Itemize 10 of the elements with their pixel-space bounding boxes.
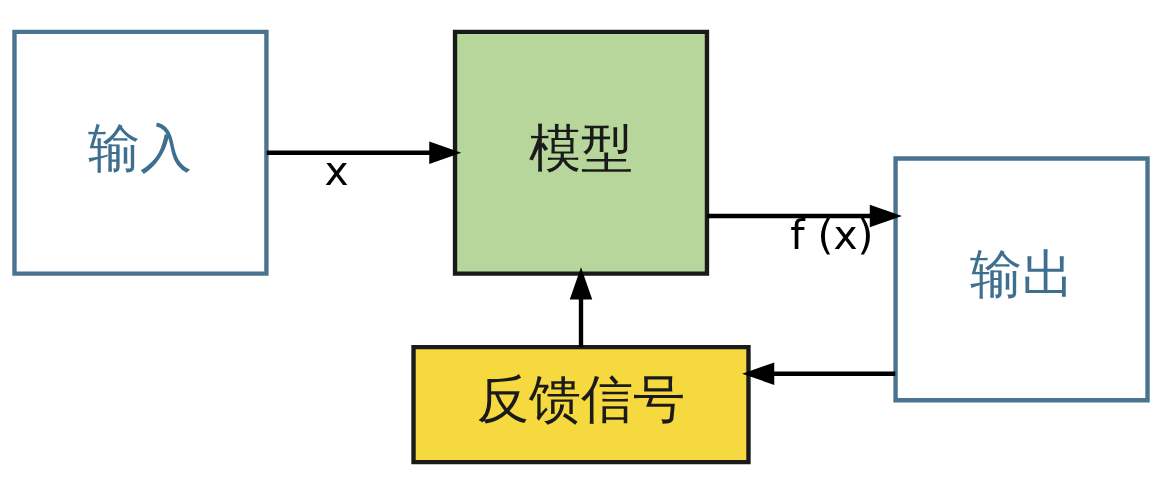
node-box: 输入 [12,29,269,276]
arrow [707,204,902,227]
edge-label: f (x) [790,210,874,259]
arrow [266,140,462,164]
node-box: 输出 [893,155,1150,402]
arrow [742,361,896,385]
node-box: 反馈信号 [411,344,751,464]
node-box: 模型 [452,29,710,276]
arrow [569,266,593,347]
edge-label: x [324,146,349,195]
